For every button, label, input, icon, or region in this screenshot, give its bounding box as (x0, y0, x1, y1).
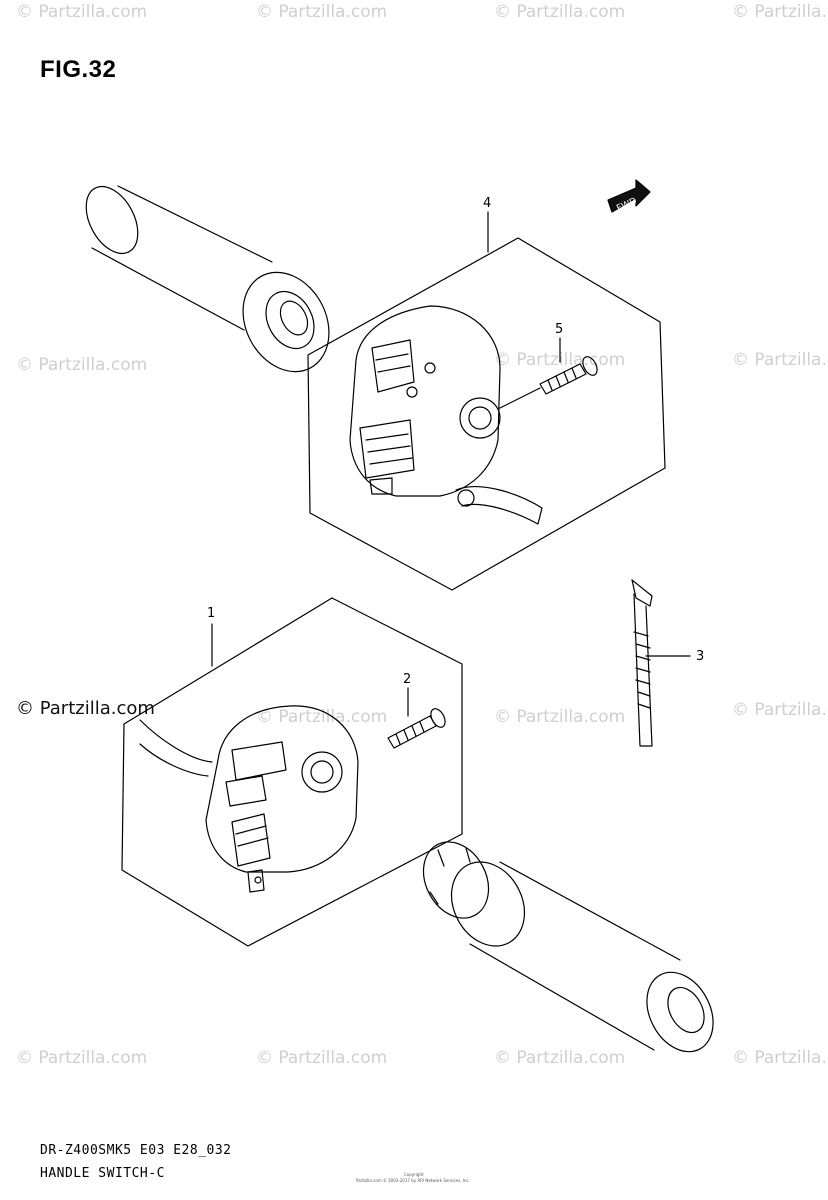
right-grip (422, 841, 714, 1053)
watermark: © Partzilla.com (256, 1048, 388, 1068)
watermark-dark: © Partzilla.com (16, 698, 155, 719)
watermark: © Partzilla.com (494, 707, 626, 727)
forward-direction-badge: FWD (607, 179, 651, 214)
watermark: © Partzilla.com (732, 2, 828, 22)
watermark: © Partzilla.com (732, 1048, 828, 1068)
watermark: © Partzilla.com (16, 2, 148, 22)
watermark: © Partzilla.com (732, 700, 828, 720)
watermark: © Partzilla.com (16, 355, 148, 375)
watermark: © Partzilla.com (16, 1048, 148, 1068)
figure-title: FIG.32 (40, 56, 117, 83)
section-name: HANDLE SWITCH-C (40, 1166, 165, 1181)
left-handle-switch-housing (349, 305, 543, 525)
right-handle-switch-housing (139, 705, 359, 893)
watermark: © Partzilla.com (732, 350, 828, 370)
model-code: DR-Z400SMK5 E03 E28_032 (40, 1143, 232, 1158)
screw-item-2 (387, 687, 446, 749)
assembly-outline-item-4 (307, 237, 666, 591)
callout-number-2: 2 (403, 672, 412, 687)
watermark: © Partzilla.com (494, 1048, 626, 1068)
assembly-outline-item-1 (121, 597, 463, 947)
watermark: © Partzilla.com (256, 2, 388, 22)
left-grip (85, 185, 330, 373)
callout-number-3: 3 (696, 649, 705, 664)
callout-number-4: 4 (483, 196, 492, 211)
callout-number-5: 5 (555, 322, 564, 337)
copyright-heading: Copyright (404, 1172, 424, 1177)
watermark: © Partzilla.com (256, 707, 388, 727)
screw-item-5 (499, 337, 598, 409)
watermark: © Partzilla.com (494, 2, 626, 22)
callout-number-1: 1 (207, 606, 216, 621)
copyright-notice: Partzilla.com © 2003-2017 by ARI Network… (356, 1178, 470, 1183)
cable-tie-item-3 (631, 579, 691, 747)
